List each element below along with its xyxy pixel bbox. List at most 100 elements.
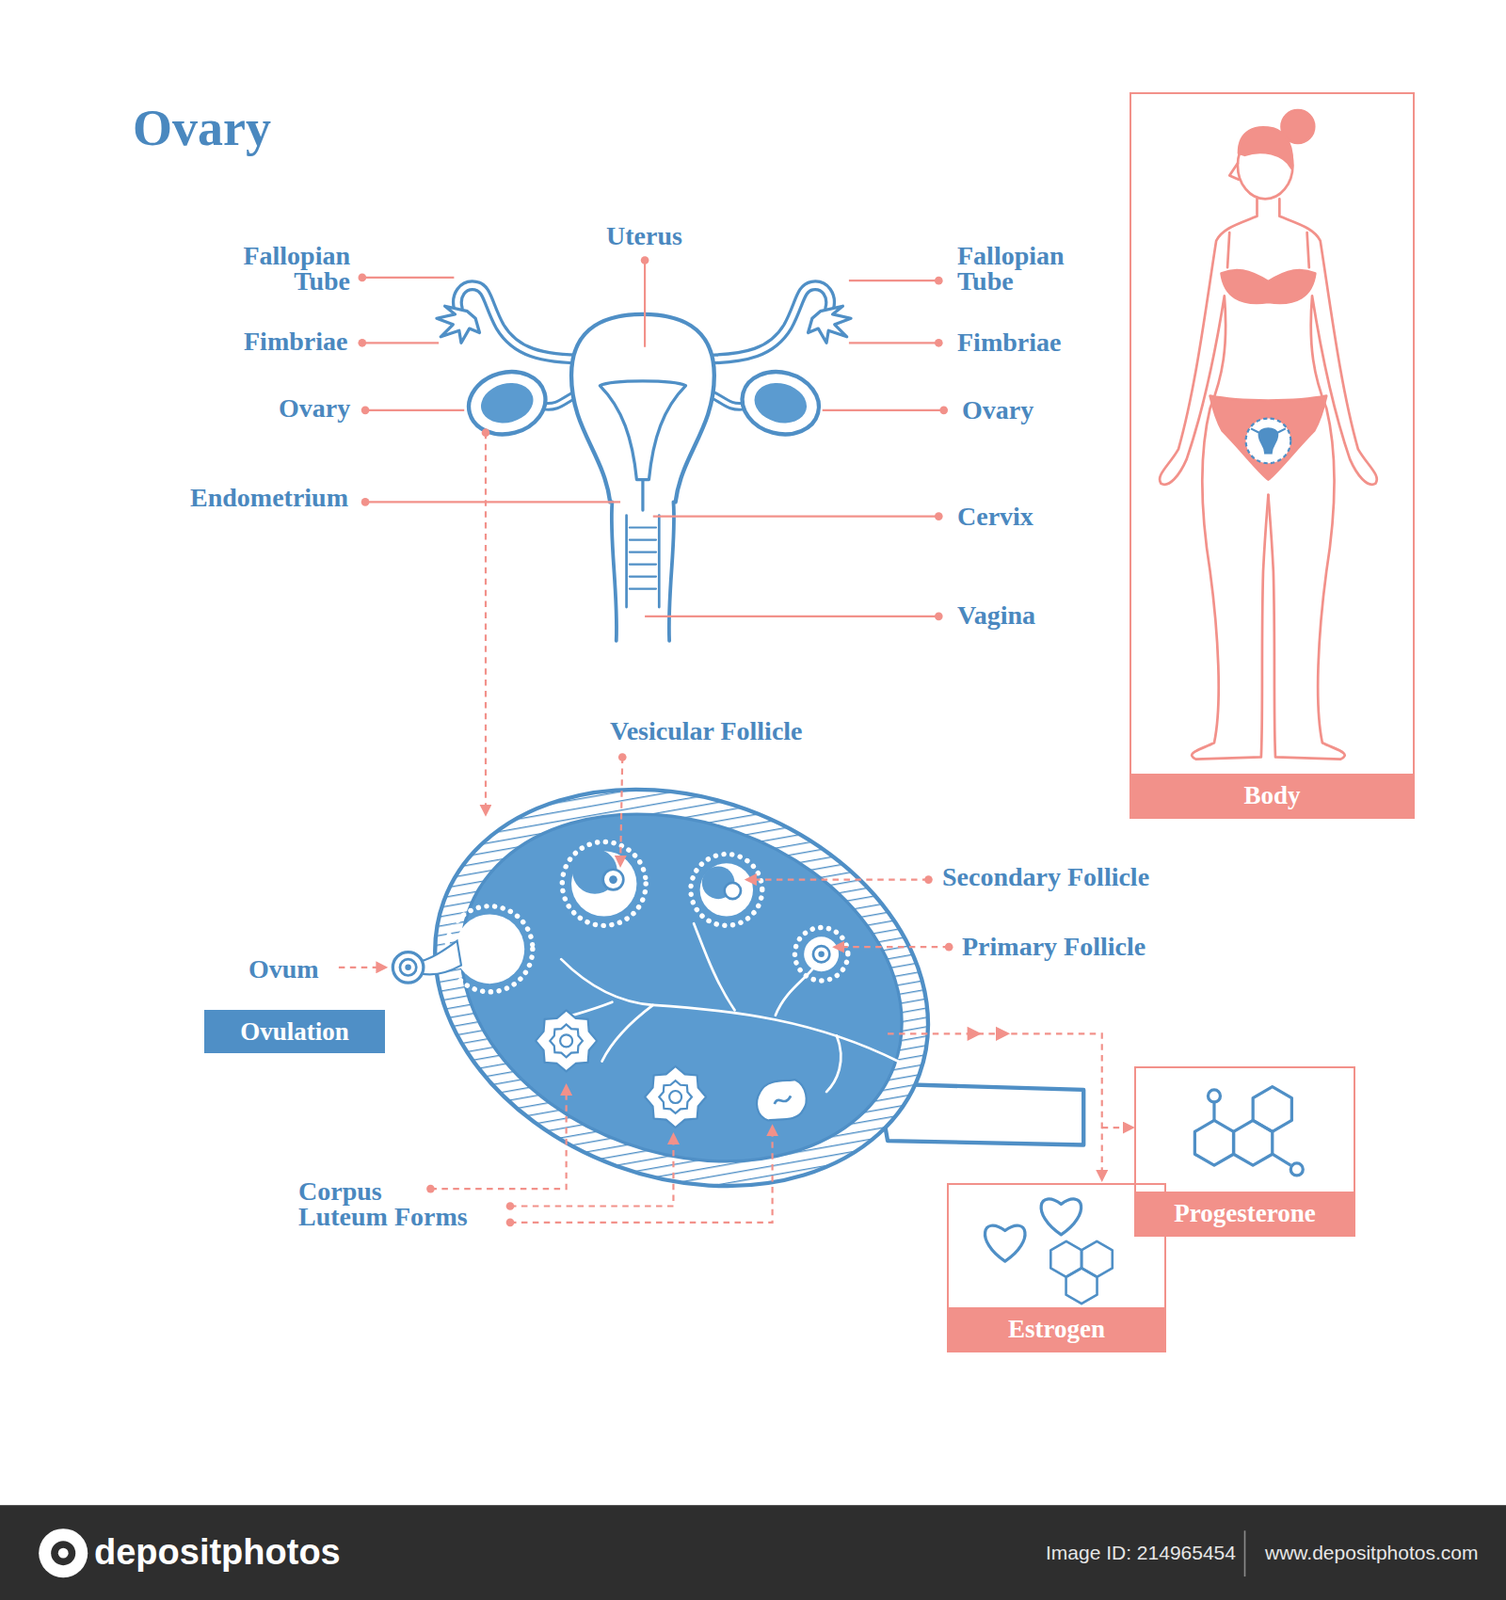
illustration-part xyxy=(1238,127,1293,169)
illustration-part xyxy=(1207,1089,1220,1103)
illustration-part xyxy=(357,273,367,283)
illustration-part xyxy=(404,964,412,972)
illustration-part xyxy=(995,1026,1010,1042)
illustration-part xyxy=(420,941,462,976)
illustration-part xyxy=(1207,1089,1303,1176)
illustration-part xyxy=(0,1505,1506,1600)
illustration-part xyxy=(535,1009,597,1072)
illustration-part xyxy=(1246,418,1292,465)
illustration-part xyxy=(510,1126,773,1223)
illustration-part xyxy=(775,964,817,1016)
illustration-part xyxy=(808,305,852,343)
illustration-part xyxy=(1050,1241,1082,1278)
illustration-part xyxy=(746,878,929,881)
illustration-part xyxy=(571,314,715,641)
illustration-part xyxy=(602,1005,654,1062)
image-id: Image ID: 214965454 xyxy=(1045,1540,1236,1565)
part-label: Fimbriae xyxy=(243,326,348,357)
illustration-part xyxy=(484,432,487,815)
illustration-part xyxy=(620,756,623,866)
illustration-part xyxy=(38,1528,88,1578)
illustration-part xyxy=(724,882,741,899)
illustration-part xyxy=(735,363,826,443)
hormone-band-label: Estrogen xyxy=(948,1307,1165,1351)
part-label: Corpus Luteum Forms xyxy=(298,1178,474,1230)
panel-band-label: Body xyxy=(1131,773,1413,818)
part-label: Cervix xyxy=(957,501,1034,532)
illustration-part xyxy=(834,945,949,948)
illustration-part xyxy=(476,377,538,429)
illustration-part xyxy=(1041,1199,1082,1235)
illustration-part xyxy=(1272,1153,1292,1166)
illustration-part xyxy=(794,928,848,981)
illustration-part xyxy=(506,1201,515,1211)
illustration-part xyxy=(611,501,617,641)
illustration-part xyxy=(690,853,763,926)
illustration-part xyxy=(412,754,951,1221)
illustration-part xyxy=(701,285,851,443)
illustration-part xyxy=(362,259,945,616)
illustration-part xyxy=(1102,1126,1134,1129)
part-label: Ovary xyxy=(278,393,351,424)
illustration-part xyxy=(1212,1102,1216,1122)
illustration-part xyxy=(750,377,812,429)
hormone-box: Progesterone xyxy=(1134,1066,1356,1237)
footer-bar: depositphotosImage ID: 214965454www.depo… xyxy=(0,1505,1506,1600)
illustration-part xyxy=(571,314,715,502)
illustration-part xyxy=(58,1548,69,1559)
illustration-part xyxy=(967,1026,982,1042)
illustration-part xyxy=(1159,110,1378,760)
illustration-part xyxy=(1221,270,1316,304)
part-label: Ovary xyxy=(961,395,1034,426)
illustration-part xyxy=(510,1135,673,1207)
illustration-part xyxy=(817,950,825,958)
part-label: Fimbriae xyxy=(957,327,1061,358)
illustration-part xyxy=(934,276,944,286)
illustration-part xyxy=(984,1225,1026,1262)
illustration-part xyxy=(426,1185,435,1194)
illustration-part xyxy=(934,338,944,348)
illustration-part xyxy=(436,285,587,443)
illustration-part xyxy=(50,1540,76,1566)
illustration-part xyxy=(426,428,1010,1227)
illustration-part xyxy=(392,952,424,984)
illustration-part xyxy=(640,480,644,512)
part-label: Vesicular Follicle xyxy=(609,716,803,747)
illustration-part xyxy=(1290,1163,1303,1176)
illustration-part xyxy=(1252,1087,1292,1133)
illustration-part xyxy=(887,1033,1103,1180)
illustration-part xyxy=(556,923,898,1092)
illustration-part xyxy=(357,256,948,621)
illustration-part xyxy=(709,394,744,407)
illustration-part xyxy=(669,501,674,641)
illustration-part xyxy=(338,966,386,969)
illustration-part xyxy=(357,338,367,348)
illustration-part xyxy=(700,863,753,916)
part-label: Fallopian Tube xyxy=(957,242,1093,294)
illustration-part xyxy=(945,943,954,952)
illustration-part xyxy=(1194,1120,1234,1166)
illustration-part xyxy=(1081,1241,1113,1278)
illustration-part xyxy=(506,1218,515,1228)
illustration-part xyxy=(560,959,898,1061)
watermark-logo: depositphotos xyxy=(94,1531,341,1575)
illustration-part xyxy=(644,1066,706,1128)
illustration-part xyxy=(481,428,491,437)
illustration-part xyxy=(1229,162,1239,179)
illustration-part xyxy=(0,110,1506,1600)
illustration-part xyxy=(618,753,627,762)
illustration-part xyxy=(462,363,553,443)
part-label: Primary Follicle xyxy=(961,931,1146,962)
illustration-part xyxy=(1210,396,1328,481)
illustration-part xyxy=(803,936,839,972)
illustration-part xyxy=(693,923,735,1010)
illustration-part xyxy=(939,406,948,416)
illustration-part xyxy=(362,259,945,616)
illustration-part xyxy=(813,945,830,962)
illustration-part xyxy=(1066,1267,1098,1304)
illustration-part xyxy=(361,497,370,507)
illustration-part xyxy=(756,1079,807,1121)
illustration-part xyxy=(774,1095,791,1105)
illustration-part xyxy=(1227,232,1310,268)
illustration-part xyxy=(561,841,646,926)
